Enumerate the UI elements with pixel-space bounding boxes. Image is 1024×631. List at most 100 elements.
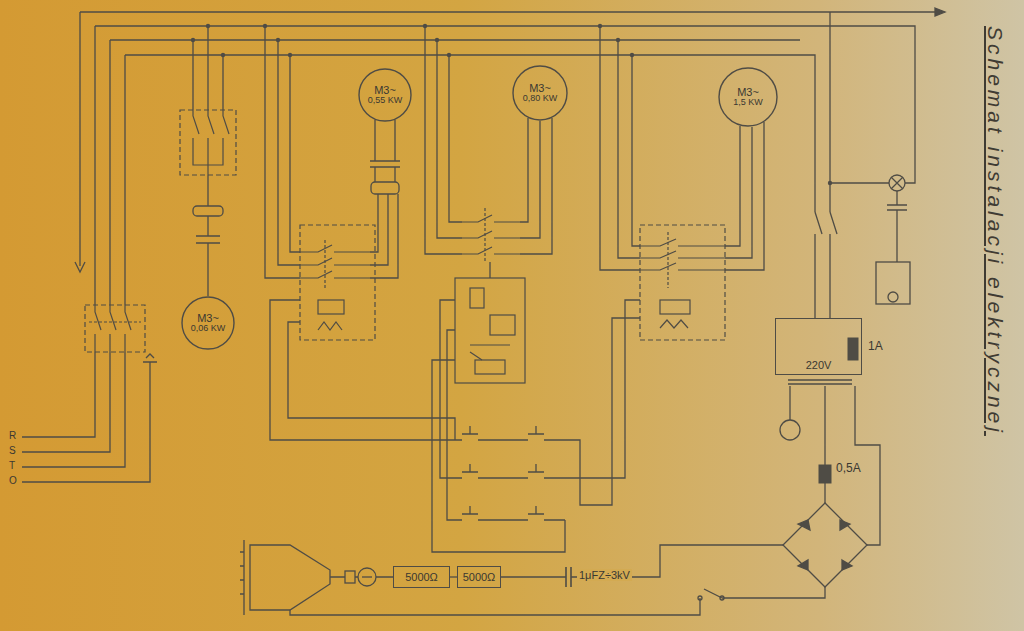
meter-symbol: [362, 576, 372, 577]
junction-dot: [288, 53, 292, 57]
horn-symbol: [240, 540, 244, 615]
motor-outline: [719, 68, 777, 126]
wire: [265, 26, 398, 278]
switch-symbol: [815, 212, 837, 238]
contactor-box: [300, 225, 375, 340]
coupling-symbol: [370, 161, 400, 167]
rectifier-bridge: [783, 503, 867, 587]
meter-symbol: [358, 568, 376, 586]
junction-dot: [221, 53, 225, 57]
coil-symbol: [455, 278, 525, 383]
ground-symbol: [143, 354, 157, 362]
phase-label: R: [9, 430, 16, 441]
wire: [432, 300, 565, 552]
coil-symbol: [475, 360, 505, 374]
coil-symbol: [318, 322, 342, 330]
lamp-symbol: [876, 262, 910, 304]
contactor-box: [85, 305, 145, 352]
wire: [896, 191, 897, 262]
horn-symbol: [250, 545, 330, 610]
transformer-coil: [780, 380, 852, 440]
motor-outline: [359, 69, 411, 121]
node-text: M3~: [737, 86, 759, 98]
junction-dot: [206, 24, 210, 28]
motor-circle: M3~0,80 KW: [512, 65, 568, 121]
switch-symbol: [698, 596, 702, 600]
arrowhead: [75, 262, 85, 272]
wire: [600, 26, 764, 270]
lamp-symbol: [889, 175, 905, 191]
motor-circle: M3~1,5 KW: [718, 67, 778, 127]
lamp-symbol: [891, 177, 903, 189]
lamp-symbol: [887, 205, 907, 210]
motor-circle: M3~0,06 KW: [181, 296, 235, 350]
node-text: 0,80 KW: [523, 94, 558, 104]
junction-dot: [263, 24, 267, 28]
fuse-rating: 0,5A: [836, 462, 861, 475]
lamp-symbol: [876, 175, 910, 304]
fuse-symbol: [848, 338, 858, 360]
wire: [80, 12, 935, 318]
contact-symbol: [89, 110, 725, 352]
switch-symbol: [704, 589, 722, 598]
junction-dot: [276, 38, 280, 42]
coupling-symbol: [193, 206, 223, 216]
rectifier-bridge: [798, 520, 852, 570]
switch-symbol: [698, 212, 837, 600]
coupling-symbol: [371, 182, 399, 194]
pushbutton-symbol: [462, 426, 544, 434]
phase-label: T: [9, 460, 15, 471]
contactor-box: [640, 225, 725, 340]
wire: [330, 545, 783, 577]
junction-dot: [598, 24, 602, 28]
pushbutton-symbol: [462, 464, 544, 472]
contactor-box: [180, 110, 236, 175]
wire: [270, 300, 455, 440]
coil-symbol: [318, 300, 344, 314]
junction-dot: [616, 38, 620, 42]
connector-wire: [450, 576, 457, 577]
phase-label: S: [9, 445, 16, 456]
meter-symbol: [345, 568, 376, 586]
node-text: M3~: [374, 84, 396, 96]
wire: [455, 440, 565, 520]
coil-symbol: [318, 278, 690, 383]
arrowhead: [935, 8, 945, 16]
phase-label: O: [9, 475, 17, 486]
junction-dot: [423, 24, 427, 28]
arrowhead: [75, 8, 945, 272]
switch-symbol: [720, 596, 724, 600]
junction-dot: [447, 53, 451, 57]
coil-symbol: [660, 300, 690, 314]
coupling-symbol: [196, 236, 220, 243]
node-text: M3~: [529, 82, 551, 94]
coil-symbol: [470, 345, 510, 360]
contactor-box: [85, 110, 725, 352]
wire: [425, 26, 552, 278]
transformer-coil: [780, 420, 800, 440]
junction-dot: [191, 24, 832, 185]
meter-symbol: [345, 571, 355, 583]
transformer-box: 220V: [775, 318, 862, 375]
node-text: 5000Ω: [463, 571, 496, 583]
motor-circle: M3~0,55 KW: [358, 68, 412, 122]
node-text: 220V: [806, 359, 832, 371]
horn-symbol: [240, 540, 330, 615]
resistor-box: 5000Ω: [393, 566, 450, 588]
node-text: 0,06 KW: [191, 324, 226, 334]
coil-symbol: [470, 288, 484, 308]
junction-dot: [828, 181, 832, 185]
contact-symbol: [300, 245, 370, 278]
motor-outline: [513, 66, 567, 120]
capacitor-rating: 1μFZ÷3kV: [577, 569, 632, 581]
pushbutton-symbol: [462, 506, 544, 514]
node-text: 0,55 KW: [368, 96, 403, 106]
node-text: 1,5 KW: [733, 98, 763, 108]
node-text: 5000Ω: [405, 571, 438, 583]
capacitor-symbol: [566, 567, 571, 587]
resistor-box: 5000Ω: [457, 566, 501, 588]
contact-symbol: [89, 208, 668, 322]
